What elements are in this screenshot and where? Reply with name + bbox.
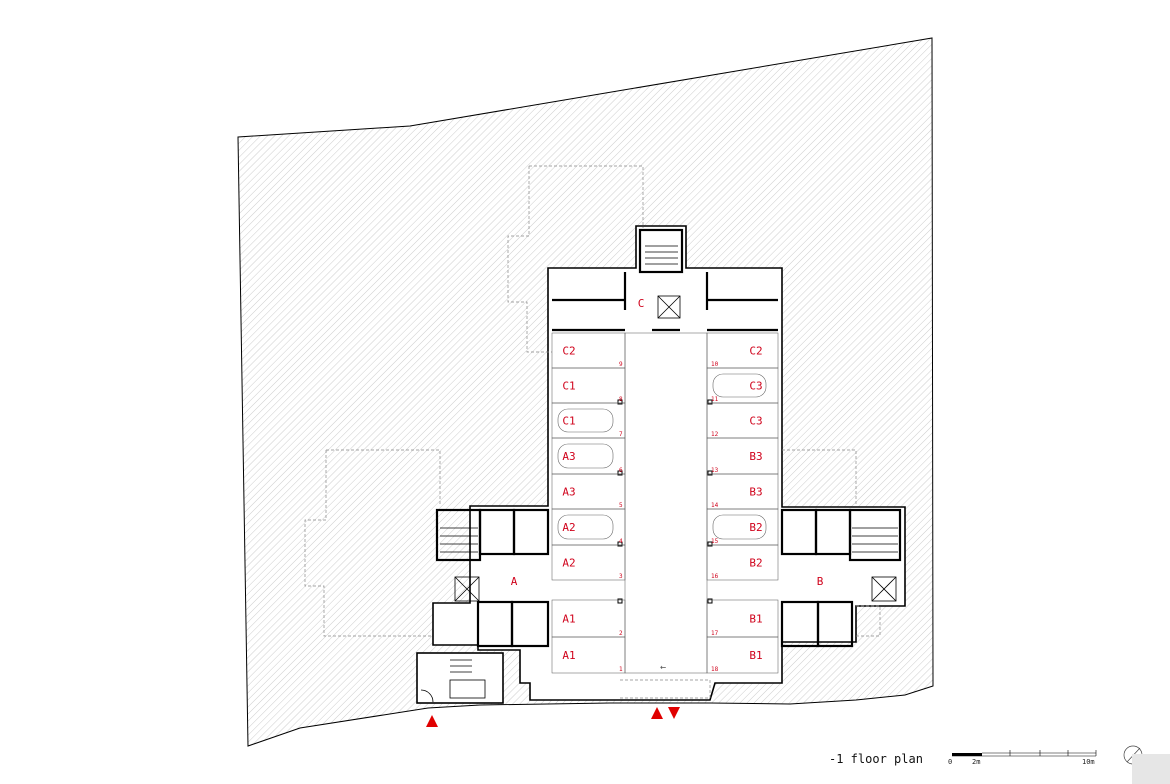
- parking-space-number: 3: [619, 573, 623, 580]
- parking-space-left: A2 3: [551, 544, 626, 581]
- core-b-walls: [780, 508, 902, 648]
- core-c-walls: [552, 228, 778, 332]
- parking-space-label: B1: [749, 649, 762, 662]
- upper-outline-right: [782, 449, 881, 637]
- parking-space-right: C3 12: [706, 402, 779, 439]
- parking-space-number: 12: [711, 431, 719, 438]
- parking-space-label: C2: [562, 345, 575, 358]
- zone-label-a: A: [511, 575, 518, 588]
- lower-stair-block: [416, 652, 504, 704]
- parking-space-number: 4: [619, 538, 623, 545]
- parking-space-number: 5: [619, 502, 623, 509]
- parking-space-label: C3: [749, 415, 762, 428]
- parking-space-label: A1: [562, 613, 575, 626]
- parking-space-right: B3 14: [706, 473, 779, 510]
- parking-space-number: 11: [711, 396, 719, 403]
- scale-tick-2m: 2m: [972, 758, 980, 766]
- upper-outline-left: [304, 449, 441, 637]
- zone-label-b: B: [817, 575, 824, 588]
- parking-space-number: 15: [711, 538, 719, 545]
- parking-space-label: A2: [562, 557, 575, 570]
- parking-space-label: B2: [749, 521, 762, 534]
- parking-space-number: 13: [711, 467, 719, 474]
- columns: [617, 399, 713, 604]
- upper-outline-top: [507, 165, 644, 353]
- parking-space-label: B3: [749, 486, 762, 499]
- parking-space-label: A2: [562, 521, 575, 534]
- building-footprint: [432, 225, 906, 701]
- parking-space-label: A3: [562, 450, 575, 463]
- aisle-direction-arrow: ←: [660, 662, 666, 673]
- scale-tick-0: 0: [948, 758, 952, 766]
- ramp-outline: [620, 679, 711, 699]
- parking-space-label: C1: [562, 380, 575, 393]
- parking-space-number: 9: [619, 361, 623, 368]
- parking-space-left: A2 4: [551, 508, 626, 546]
- parking-space-right: B2 16: [706, 544, 779, 581]
- parking-space-number: 14: [711, 502, 719, 509]
- parking-space-label: C1: [562, 415, 575, 428]
- parking-space-number: 18: [711, 666, 719, 673]
- parking-space-label: B3: [749, 450, 762, 463]
- parking-space-label: B2: [749, 557, 762, 570]
- parking-space-left: C1 7: [551, 402, 626, 439]
- pedestrian-entry-arrow: [426, 715, 438, 727]
- parking-space-right: B1 18: [706, 636, 779, 674]
- scale-bar: [952, 750, 1097, 757]
- parking-space-label: B1: [749, 613, 762, 626]
- parking-space-label: A1: [562, 649, 575, 662]
- parking-space-left: A1 1: [551, 636, 626, 674]
- lower-stair: [420, 659, 486, 703]
- plan-title: -1 floor plan: [829, 752, 923, 766]
- parking-space-number: 17: [711, 630, 719, 637]
- parking-space-number: 7: [619, 431, 623, 438]
- car-entry-arrow: [651, 707, 663, 719]
- parking-space-number: 10: [711, 361, 719, 368]
- parking-space-left: C1 8: [551, 367, 626, 404]
- corner-block: [1132, 754, 1170, 784]
- parking-space-number: 2: [619, 630, 623, 637]
- parking-space-number: 1: [619, 666, 623, 673]
- parking-space-label: A3: [562, 486, 575, 499]
- scale-tick-10m: 10m: [1082, 758, 1095, 766]
- parking-space-number: 16: [711, 573, 719, 580]
- parking-space-number: 6: [619, 467, 623, 474]
- parking-space-label: C3: [749, 380, 762, 393]
- parking-space-number: 8: [619, 396, 623, 403]
- core-a-walls: [435, 508, 550, 648]
- car-exit-arrow: [668, 707, 680, 719]
- parking-space-label: C2: [749, 345, 762, 358]
- zone-label-c: C: [638, 297, 645, 310]
